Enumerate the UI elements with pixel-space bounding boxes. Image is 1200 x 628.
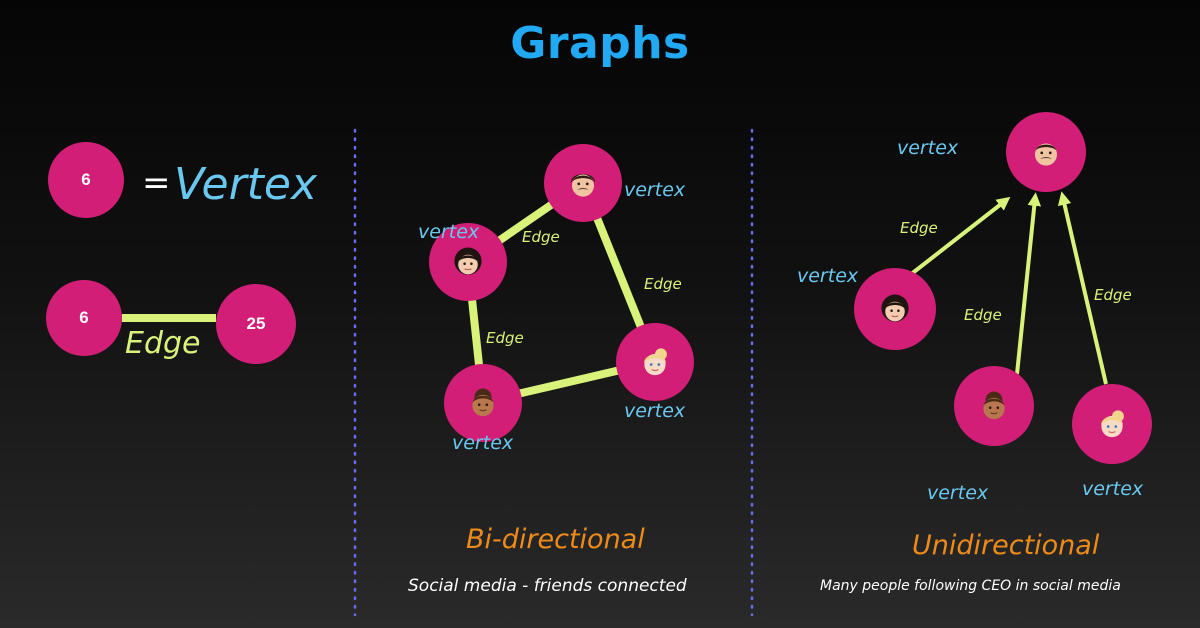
uni-arrow-left bbox=[908, 196, 1011, 277]
man-curly-hair-face-icon bbox=[983, 391, 1005, 420]
uni-arrow-right bbox=[1057, 191, 1108, 385]
uni-arrow-middle bbox=[1015, 192, 1042, 375]
bi-vertex-label-bottom: vertex bbox=[452, 432, 514, 454]
bi-node-right bbox=[616, 323, 694, 401]
bi-edge-label-top-left: Edge bbox=[522, 228, 560, 246]
uni-edge-label-middle: Edge bbox=[964, 306, 1002, 324]
bidirectional-heading: Bi-directional bbox=[466, 524, 645, 555]
bi-node-top bbox=[544, 144, 622, 222]
woman-blonde-face-icon bbox=[643, 348, 667, 376]
unidirectional-caption: Many people following CEO in social medi… bbox=[820, 578, 1121, 594]
uni-node-ceo bbox=[1006, 112, 1086, 192]
bi-vertex-label-top: vertex bbox=[624, 179, 686, 201]
legend-edge-left-node: 6 bbox=[46, 280, 122, 356]
man-mustache-face-icon bbox=[1034, 143, 1058, 166]
legend-vertex-node-value: 6 bbox=[81, 170, 91, 189]
bi-edge-label-left: Edge bbox=[486, 329, 524, 347]
man-mustache-face-icon bbox=[571, 174, 595, 197]
woman-curly-hair-face-icon bbox=[881, 294, 909, 322]
bi-edge-label-top-right: Edge bbox=[644, 275, 682, 293]
bi-vertex-label-left: vertex bbox=[418, 221, 480, 243]
legend-edge-right-node: 25 bbox=[216, 284, 296, 364]
woman-curly-hair-face-icon bbox=[454, 247, 482, 275]
uni-vertex-label-middle: vertex bbox=[927, 482, 989, 504]
man-curly-hair-face-icon bbox=[472, 388, 494, 417]
legend-vertex-word: Vertex bbox=[174, 159, 318, 210]
uni-vertex-label-left: vertex bbox=[797, 265, 859, 287]
uni-node-middle bbox=[954, 366, 1034, 446]
legend-edge-word: Edge bbox=[125, 326, 201, 361]
legend-edge-right-value: 25 bbox=[246, 314, 266, 333]
legend-edge-left-value: 6 bbox=[79, 308, 89, 327]
uni-vertex-label-ceo: vertex bbox=[897, 137, 959, 159]
legend-vertex-node: 6 bbox=[48, 142, 124, 218]
unidirectional-heading: Unidirectional bbox=[912, 530, 1100, 561]
bi-node-bottom-left bbox=[444, 364, 522, 442]
uni-vertex-label-right: vertex bbox=[1082, 478, 1144, 500]
bidirectional-caption: Social media - friends connected bbox=[408, 576, 687, 596]
legend-equals-sign: = bbox=[142, 163, 171, 203]
page-title: Graphs bbox=[510, 18, 690, 69]
uni-node-right bbox=[1072, 384, 1152, 464]
uni-edge-label-left: Edge bbox=[900, 219, 938, 237]
bi-vertex-label-right: vertex bbox=[624, 400, 686, 422]
bi-node-left bbox=[429, 223, 507, 301]
woman-blonde-face-icon bbox=[1100, 410, 1124, 438]
uni-edge-label-right: Edge bbox=[1094, 286, 1132, 304]
uni-node-left bbox=[854, 268, 936, 350]
